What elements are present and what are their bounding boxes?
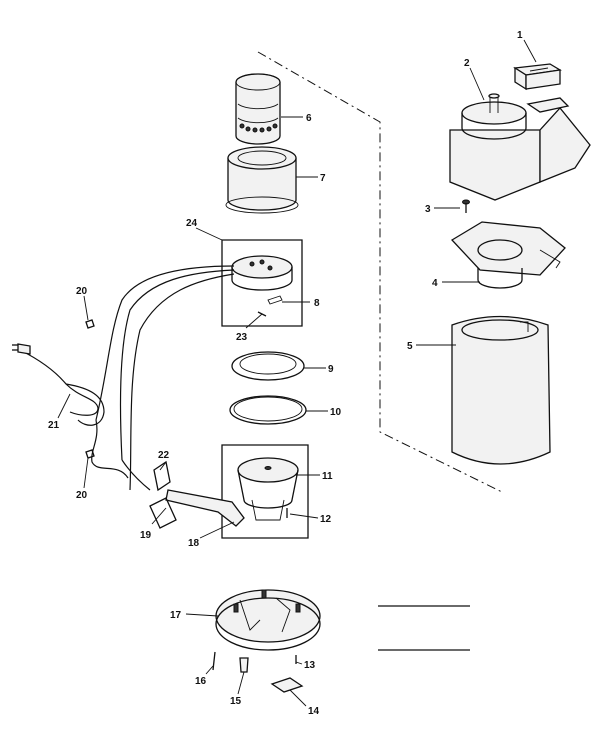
- callout-24: 24: [186, 218, 198, 229]
- part-6-filter-basket: [235, 73, 281, 145]
- callout-16: 16: [195, 676, 207, 687]
- alignment-bracket: [257, 51, 503, 493]
- part-10-ring: [229, 395, 307, 425]
- callout-19: 19: [140, 530, 152, 541]
- part-2-motor-housing: [449, 93, 591, 201]
- leader-lines: [57, 39, 537, 707]
- part-3-screw: [462, 199, 470, 213]
- callout-22: 22: [158, 450, 170, 461]
- part-18-switch: [165, 489, 245, 527]
- reference-lines: [378, 605, 470, 651]
- callout-23: 23: [236, 332, 248, 343]
- callout-18: 18: [188, 538, 200, 549]
- part-14-pad: [270, 677, 304, 693]
- callout-17: 17: [170, 610, 182, 621]
- callout-12: 12: [320, 514, 332, 525]
- part-9-ring: [231, 351, 305, 381]
- part-16-screw: [212, 651, 216, 671]
- part-15-foot: [239, 657, 249, 673]
- callout-5: 5: [407, 341, 413, 352]
- part-20-terminal-top: [85, 319, 95, 329]
- callout-4: 4: [432, 278, 438, 289]
- part-7-cup: [225, 146, 299, 214]
- power-cord: [12, 265, 235, 491]
- callout-7: 7: [320, 173, 326, 184]
- callout-15: 15: [230, 696, 242, 707]
- part-22-clip: [153, 460, 171, 492]
- part-24-motor-assembly: [221, 239, 303, 327]
- callout-13: 13: [304, 660, 316, 671]
- part-17-base: [215, 589, 321, 651]
- callout-21: 21: [48, 420, 60, 431]
- part-19-bracket: [149, 497, 177, 529]
- part-5-container-bowl: [451, 315, 551, 465]
- callout-labels: 1 2 3 4 5 6 7 8 9 10 11 12 13 14 15 16 1…: [48, 30, 523, 717]
- part-20-terminal-bottom: [85, 449, 95, 459]
- callout-6: 6: [306, 113, 312, 124]
- part-4-blade-housing: [450, 221, 566, 289]
- callout-3: 3: [425, 204, 431, 215]
- callout-20-top: 20: [76, 286, 88, 297]
- callout-1: 1: [517, 30, 523, 41]
- callout-8: 8: [314, 298, 320, 309]
- callout-9: 9: [328, 364, 334, 375]
- callout-20-bottom: 20: [76, 490, 88, 501]
- callout-2: 2: [464, 58, 470, 69]
- callout-10: 10: [330, 407, 342, 418]
- callout-11: 11: [322, 471, 333, 482]
- callout-14: 14: [308, 706, 320, 717]
- part-1-pusher: [513, 63, 562, 91]
